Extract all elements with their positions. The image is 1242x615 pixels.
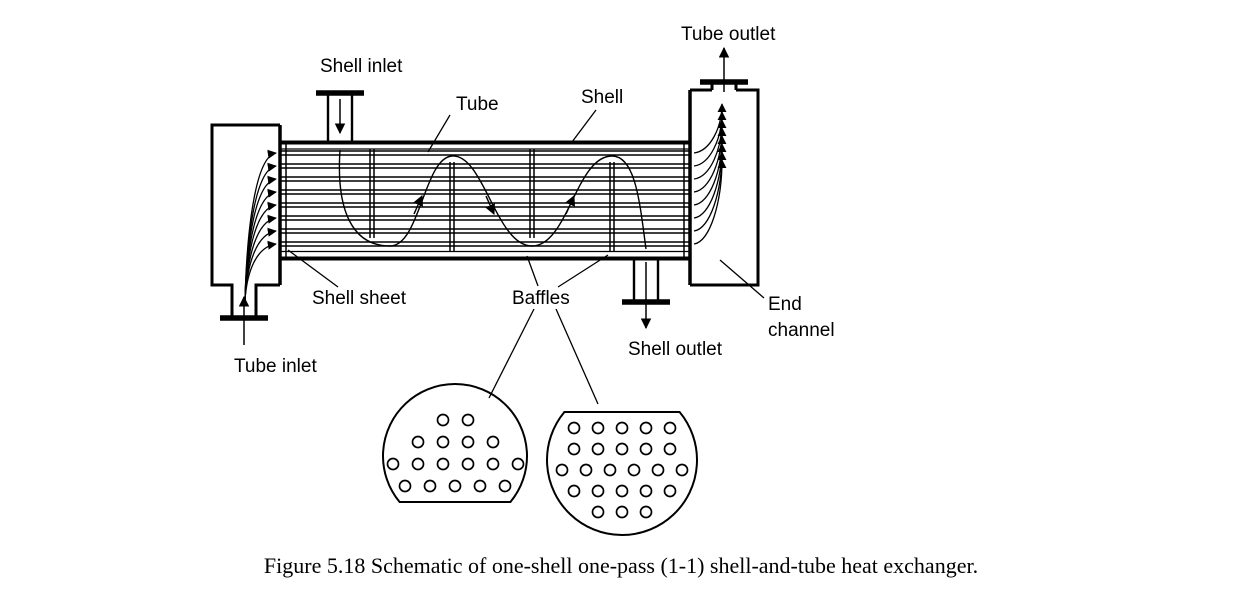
tube-outlet-label: Tube outlet: [681, 24, 776, 45]
right-end-channel: [690, 84, 760, 287]
tube-sheet-right: [683, 90, 692, 285]
end-channel-label-line1: End: [768, 294, 802, 315]
tube-outlet-flow-arrows: [693, 103, 727, 245]
shell-leader: [571, 109, 597, 143]
shell-outlet-nozzle: [622, 259, 670, 330]
baffle-cross-section-left: [382, 383, 528, 503]
tube-label: Tube: [456, 94, 499, 115]
shell-label: Shell: [581, 87, 623, 108]
shell-flow-arrows: [413, 195, 575, 215]
shell-outlet-label: Shell outlet: [628, 339, 723, 360]
right-channel-outline: [690, 84, 760, 287]
tube-leader: [427, 114, 451, 153]
tube-inlet-nozzle: [220, 295, 268, 345]
shell-inlet-label: Shell inlet: [320, 56, 403, 77]
baffle-left-outline: [382, 383, 528, 503]
baffle-plates: [369, 149, 615, 251]
shell-wall: [281, 140, 689, 261]
baffle-right-outline: [546, 411, 698, 537]
shell-sheet-label: Shell sheet: [312, 288, 407, 309]
tube-flow-arrow: [693, 159, 727, 245]
left-channel-outline: [210, 123, 280, 316]
tube-flow-arrow: [693, 111, 727, 167]
end-channel-leader: [719, 259, 765, 299]
baffles-leader-down-1: [488, 308, 535, 399]
baffles-leader-down-2: [555, 308, 599, 405]
figure-caption: Figure 5.18 Schematic of one-shell one-p…: [264, 553, 978, 578]
tube-flow-arrow: [244, 240, 277, 301]
tube-flow-arrow: [693, 103, 727, 154]
baffle-cross-section-right: [546, 411, 698, 537]
tube-sheet-left: [278, 125, 287, 285]
tube-outlet-nozzle: [700, 46, 748, 92]
tube-flow-arrow: [244, 162, 277, 301]
tube-inlet-label: Tube inlet: [234, 356, 317, 377]
shell-inlet-nozzle: [316, 90, 364, 141]
tube-flow-arrow: [693, 143, 727, 219]
tube-flow-arrow: [244, 175, 277, 301]
tubes: [281, 150, 689, 247]
left-end-channel: [210, 123, 280, 316]
baffles-leader-up-1: [526, 255, 539, 287]
leader-lines: [287, 109, 765, 405]
baffles-leader-up-2: [557, 254, 609, 288]
shell-sheet-leader: [287, 249, 339, 288]
shell-flow-path: [338, 149, 647, 250]
tube-flow-arrow: [244, 149, 277, 301]
diagram-labels: Shell inlet Tube Shell Tube outlet Shell…: [234, 24, 835, 377]
end-channel-label-line2: channel: [768, 320, 835, 341]
tube-inlet-flow-arrows: [244, 149, 277, 301]
baffles-label: Baffles: [512, 288, 570, 309]
